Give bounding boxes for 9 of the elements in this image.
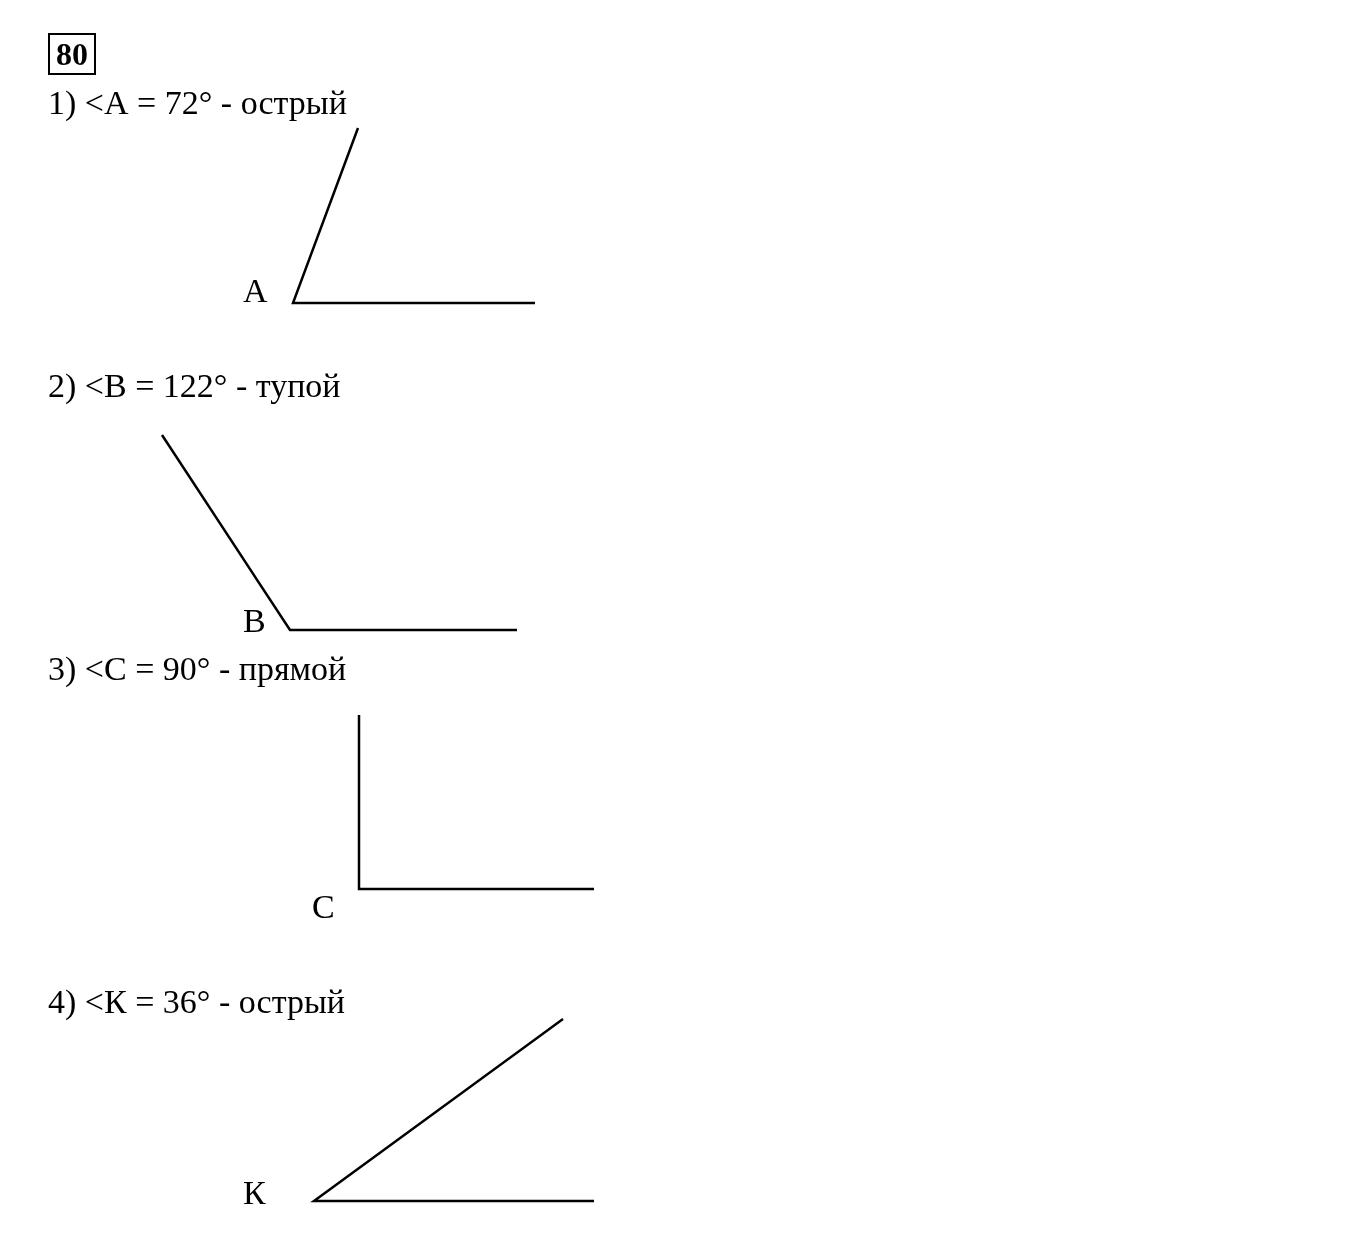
angle-statement: 4) <К = 36° - острый xyxy=(48,983,346,1021)
vertex-label: А xyxy=(243,272,268,310)
angle-statement: 1) <А = 72° - острый xyxy=(48,84,347,122)
vertex-label: С xyxy=(312,888,335,926)
vertex-label: В xyxy=(243,602,266,640)
vertex-label: К xyxy=(243,1174,266,1212)
task-number: 80 xyxy=(48,33,96,75)
angle-statement: 3) <С = 90° - прямой xyxy=(48,650,347,688)
angle-statement: 2) <В = 122° - тупой xyxy=(48,367,341,405)
